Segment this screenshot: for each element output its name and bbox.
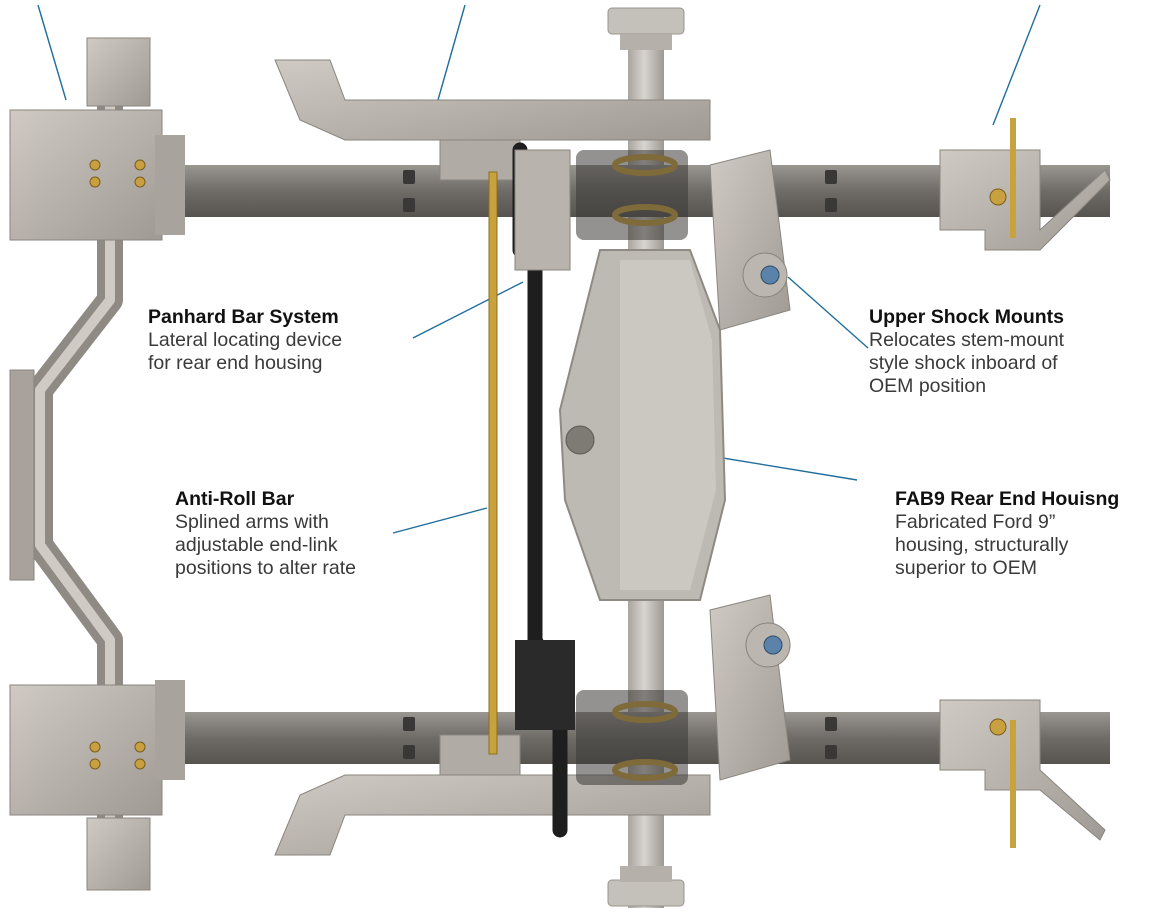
leader-line-upper-shock: [787, 276, 869, 349]
leader-line-upper-link: [437, 4, 466, 101]
rear-end-housing: [558, 249, 727, 601]
axle-brackets: [576, 150, 688, 785]
callout-panhard: Panhard Bar System Lateral locating devi…: [148, 306, 342, 375]
panhard-bar: [512, 142, 575, 838]
callout-antiroll-title: Anti-Roll Bar: [175, 488, 295, 510]
callout-panhard-desc: Lateral locating device for rear end hou…: [148, 329, 343, 374]
callout-panhard-title: Panhard Bar System: [148, 306, 339, 328]
leader-line-crossmember: [37, 4, 67, 101]
leader-lines: [37, 4, 1041, 534]
callout-antiroll: Anti-Roll Bar Splined arms with adjustab…: [175, 488, 356, 580]
leader-line-shock-bracket: [992, 4, 1041, 126]
leader-line-antiroll: [392, 507, 488, 534]
callout-fab9-title: FAB9 Rear End Houisng: [895, 488, 1120, 510]
callout-antiroll-desc: Splined arms with adjustable end-link po…: [175, 511, 357, 579]
callout-upper-shock-title: Upper Shock Mounts: [869, 306, 1065, 328]
rear-brackets: [939, 118, 1111, 848]
trailing-arms: [274, 59, 711, 856]
callout-fab9-desc: Fabricated Ford 9” housing, structurally…: [895, 511, 1069, 579]
anti-roll-bar: [488, 171, 498, 755]
callout-upper-shock: Upper Shock Mounts Relocates stem-mount …: [869, 306, 1064, 398]
callout-fab9: FAB9 Rear End Houisng Fabricated Ford 9”…: [895, 488, 1119, 580]
leader-line-panhard: [412, 281, 524, 339]
upper-shock-mounts: [709, 149, 791, 781]
callout-upper-shock-desc: Relocates stem-mount style shock inboard…: [869, 329, 1065, 397]
crossmember: [9, 37, 185, 891]
